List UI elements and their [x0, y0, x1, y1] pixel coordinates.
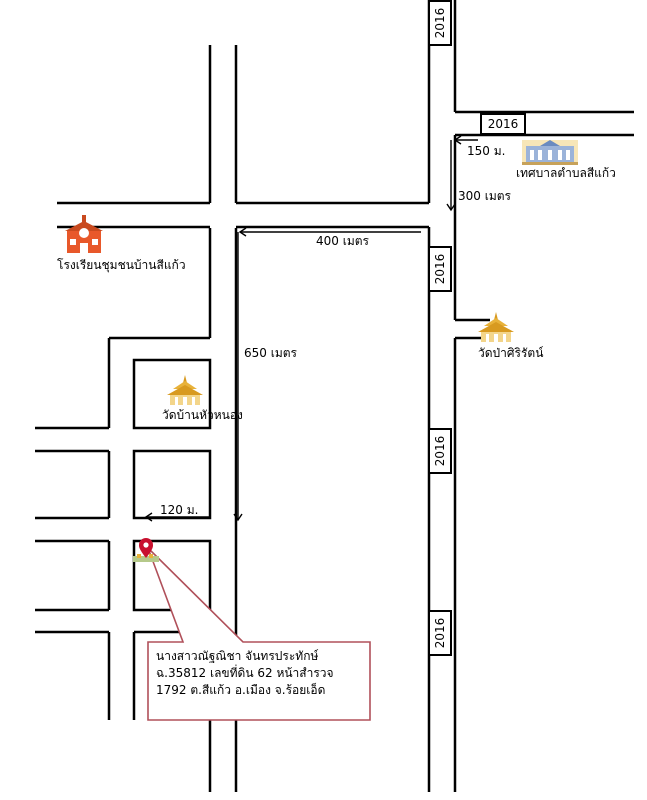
government-building-icon	[522, 140, 578, 165]
distance-label: 650 เมตร	[244, 346, 297, 360]
temple-huanong-label: วัดบ้านหัวหนอง	[162, 408, 243, 422]
school-label: โรงเรียนชุมชนบ้านสีแก้ว	[57, 258, 186, 272]
route-shield: 2016	[428, 428, 452, 474]
distance-arrows	[144, 135, 478, 522]
callout-line-owner: นางสาวณัฐณิชา จันทรประทักษ์	[156, 649, 319, 663]
temple-sirirat-label: วัดป่าศิริรัตน์	[478, 346, 544, 360]
callout-shape	[147, 547, 371, 721]
distance-label: 120 ม.	[160, 503, 199, 517]
distance-label: 300 เมตร	[458, 189, 511, 203]
school-icon	[65, 215, 103, 253]
route-shield: 2016	[428, 610, 452, 656]
municipality-label: เทศบาลตำบลสีแก้ว	[516, 166, 616, 180]
temple-icon	[167, 375, 203, 405]
route-shield: 2016	[428, 246, 452, 292]
callout-line-address: 1792 ต.สีแก้ว อ.เมือง จ.ร้อยเอ็ด	[156, 683, 326, 697]
location-pin-icon	[133, 538, 159, 562]
distance-label: 150 ม.	[467, 144, 506, 158]
distance-label: 400 เมตร	[316, 234, 369, 248]
callout-text: นางสาวณัฐณิชา จันทรประทักษ์ ฉ.35812 เลขท…	[156, 648, 371, 699]
temple-icon	[478, 312, 514, 342]
route-shield: 2016	[480, 113, 526, 135]
route-shield: 2016	[428, 0, 452, 46]
callout-line-deed: ฉ.35812 เลขที่ดิน 62 หน้าสำรวจ	[156, 666, 334, 680]
